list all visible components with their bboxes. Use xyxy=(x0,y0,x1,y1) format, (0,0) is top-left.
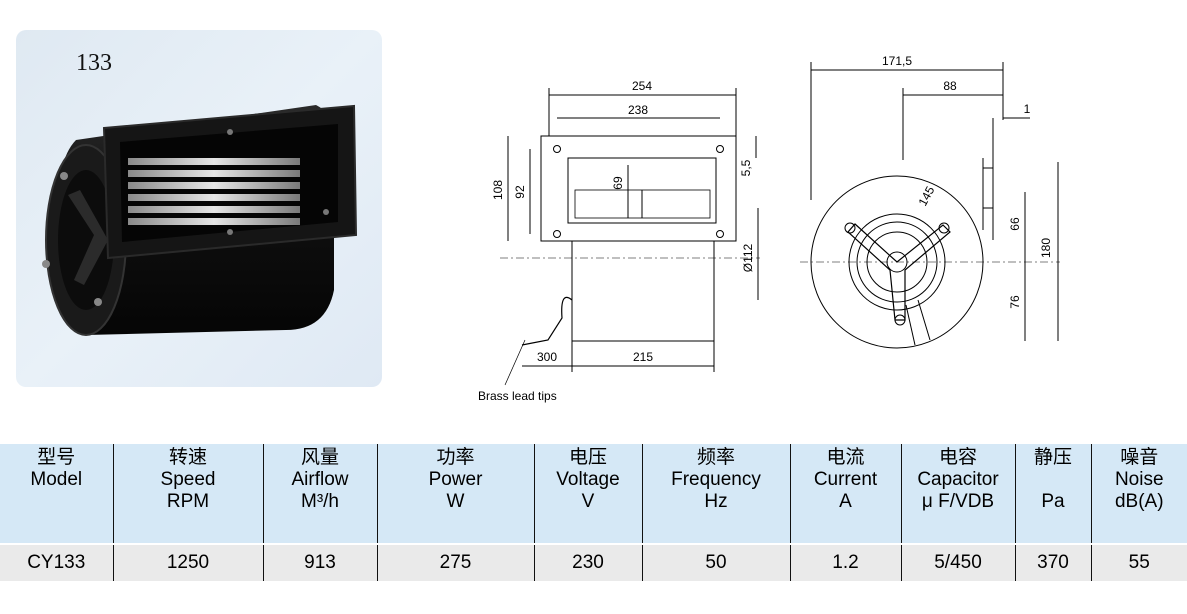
cell-frequency: 50 xyxy=(641,543,790,581)
dim-76: 76 xyxy=(1008,295,1022,309)
product-photo-card: 133 xyxy=(16,30,382,387)
dim-92: 92 xyxy=(513,185,527,199)
front-housing-outline xyxy=(571,240,715,342)
dim-66: 66 xyxy=(1008,217,1022,231)
dim-108: 108 xyxy=(491,180,505,200)
technical-drawing: 254 238 108 92 69 5,5 Ø112 300 215 Brass… xyxy=(478,54,1060,403)
cell-current: 1.2 xyxy=(789,543,901,581)
table-row: CY133 1250 913 275 230 50 1.2 5/450 370 … xyxy=(0,543,1187,581)
dim-145: 145 xyxy=(916,184,938,209)
dim-238: 238 xyxy=(628,103,648,117)
dim-1: 1 xyxy=(1024,102,1031,116)
dim-5-5: 5,5 xyxy=(739,159,753,176)
dim-180: 180 xyxy=(1039,238,1053,258)
cell-noise: 55 xyxy=(1090,543,1187,581)
dim-69: 69 xyxy=(611,176,625,190)
dim-254: 254 xyxy=(632,79,652,93)
dim-88: 88 xyxy=(943,79,957,93)
cell-model: CY133 xyxy=(0,543,113,581)
dim-215: 215 xyxy=(633,350,653,364)
dim-300: 300 xyxy=(537,350,557,364)
cell-static-pressure: 370 xyxy=(1014,543,1091,581)
front-flange-outline xyxy=(540,135,737,242)
dim-171-5: 171,5 xyxy=(882,54,912,68)
dim-d112: Ø112 xyxy=(741,243,755,272)
brass-lead-tips-label: Brass lead tips xyxy=(478,389,557,403)
cell-voltage: 230 xyxy=(533,543,642,581)
cell-airflow: 913 xyxy=(262,543,377,581)
cell-power: 275 xyxy=(376,543,534,581)
blower-photo xyxy=(42,104,358,336)
cell-speed: 1250 xyxy=(112,543,263,581)
model-number: 133 xyxy=(76,50,112,76)
cell-capacitor: 5/450 xyxy=(900,543,1015,581)
